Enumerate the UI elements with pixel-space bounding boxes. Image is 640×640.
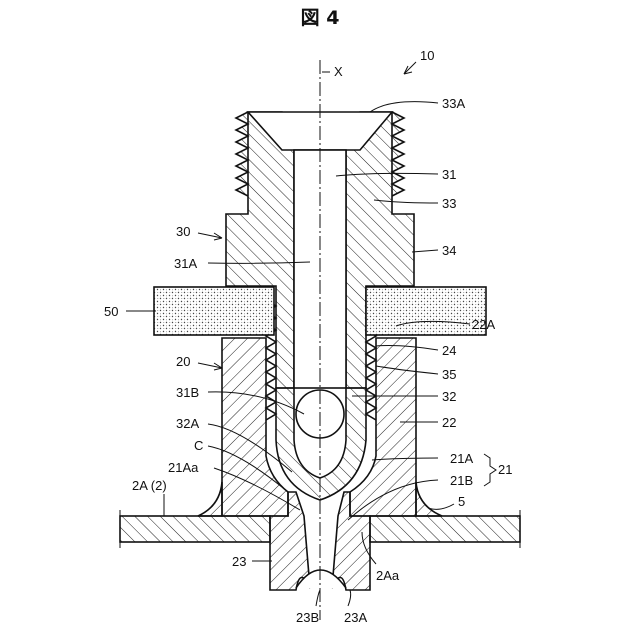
label-31B: 31B — [176, 385, 199, 400]
label-10: 10 — [420, 48, 434, 63]
label-2Aa: 2Aa — [376, 568, 400, 583]
label-C: C — [194, 438, 203, 453]
label-50: 50 — [104, 304, 118, 319]
label-23: 23 — [232, 554, 246, 569]
label-30: 30 — [176, 224, 190, 239]
label-34: 34 — [442, 243, 456, 258]
label-31: 31 — [442, 167, 456, 182]
label-32A: 32A — [176, 416, 199, 431]
label-35: 35 — [442, 367, 456, 382]
label-21A: 21A — [450, 451, 473, 466]
label-23B: 23B — [296, 610, 319, 625]
label-23A: 23A — [344, 610, 367, 625]
label-2A: 2A (2) — [132, 478, 167, 493]
figure-title: 図 4 — [301, 7, 340, 29]
label-24: 24 — [442, 343, 456, 358]
label-21: 21 — [498, 462, 512, 477]
label-5: 5 — [458, 494, 465, 509]
label-20: 20 — [176, 354, 190, 369]
label-31A: 31A — [174, 256, 197, 271]
label-22: 22 — [442, 415, 456, 430]
label-32: 32 — [442, 389, 456, 404]
label-21B: 21B — [450, 473, 473, 488]
label-33A: 33A — [442, 96, 465, 111]
label-21Aa: 21Aa — [168, 460, 199, 475]
label-axis-x: X — [334, 64, 343, 79]
label-33: 33 — [442, 196, 456, 211]
label-22A: 22A — [472, 317, 495, 332]
